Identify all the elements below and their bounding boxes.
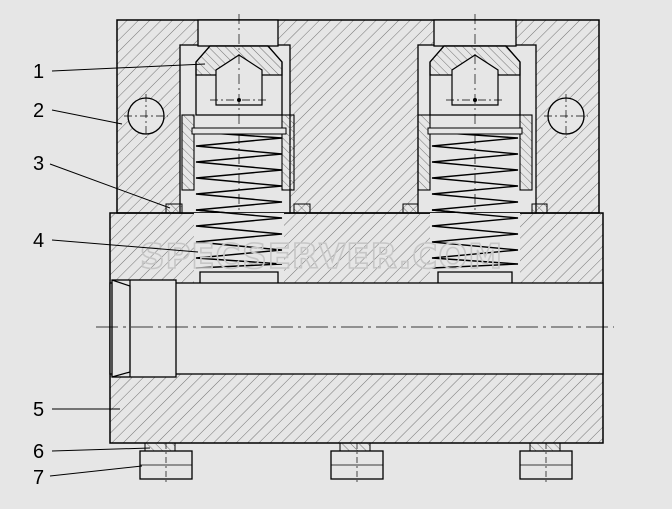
callout-2: 2	[33, 100, 44, 122]
mounting-hole-right	[544, 94, 588, 138]
bolt-left	[139, 442, 193, 483]
leader-line-7	[49, 465, 143, 477]
leader-line-1	[51, 63, 206, 72]
watermark-text: SPECSERVER.COM	[140, 237, 503, 277]
callout-3: 3	[33, 153, 44, 175]
leader-line-2	[51, 109, 123, 125]
callout-labels: 1 2 3 4 5 6 7	[33, 61, 44, 489]
callout-6: 6	[33, 441, 44, 463]
mounting-hole-left	[124, 94, 168, 138]
bolt-right	[519, 442, 573, 483]
leader-line-3	[49, 163, 171, 209]
leader-line-4	[51, 239, 199, 253]
callout-1: 1	[33, 61, 44, 83]
callout-5: 5	[33, 399, 44, 421]
callout-4: 4	[33, 230, 44, 252]
leader-lines	[49, 63, 206, 477]
bolt-middle	[330, 442, 384, 483]
leader-line-6	[51, 447, 151, 452]
callout-7: 7	[33, 467, 44, 489]
